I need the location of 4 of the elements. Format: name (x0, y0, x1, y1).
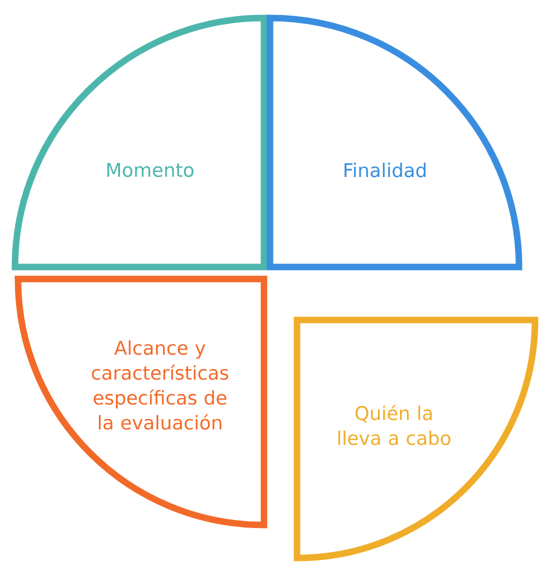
quarter-sector: Momento (12, 14, 268, 270)
quarter-sector: Finalidad (266, 14, 522, 270)
quarter-sector: Alcance y características específicas de la evaluación (14, 276, 268, 528)
quarter-sector: Quién la lleva a cabo (294, 316, 538, 562)
